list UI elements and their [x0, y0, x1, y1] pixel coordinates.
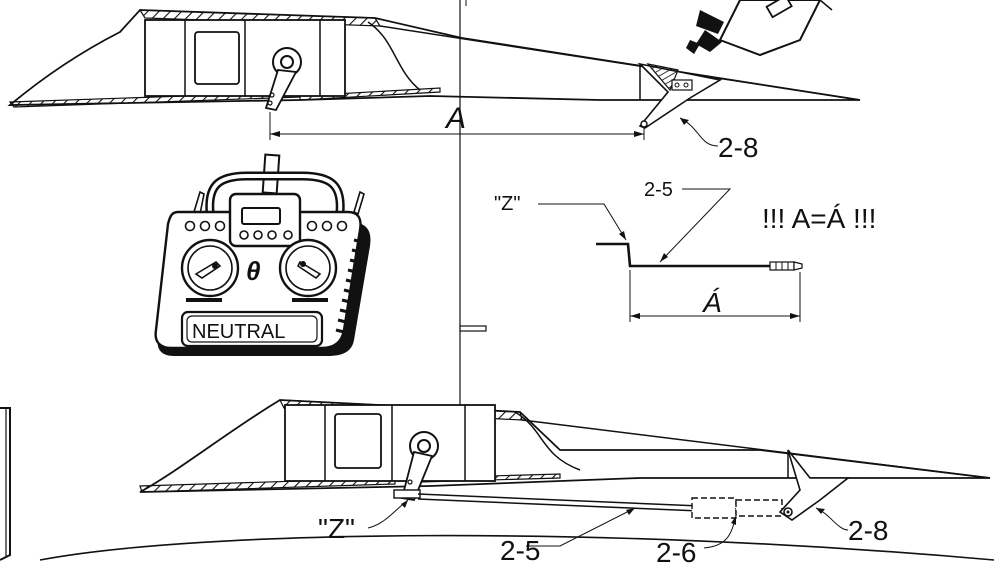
part-2-6-label: 2-6: [656, 537, 696, 568]
top-wing-section: [7, 0, 861, 147]
dimension-a-label: A: [444, 102, 466, 135]
part-2-8-bottom-label: 2-8: [848, 515, 888, 546]
transmitter-illustration: [154, 153, 371, 356]
pushrod-detail: [538, 188, 803, 322]
neutral-label: NEUTRAL: [192, 321, 285, 343]
dimension-a-prime-label: Á: [701, 287, 722, 318]
divider-tick: [459, 325, 487, 332]
transmitter-logo: θ: [246, 256, 261, 286]
part-2-5-detail-label: 2-5: [644, 179, 673, 201]
part-2-8-top-label: 2-8: [718, 132, 758, 163]
z-label-detail: "Z": [494, 193, 520, 215]
bottom-wing-section: [0, 399, 994, 561]
part-2-5-bottom-label: 2-5: [500, 535, 540, 566]
equation-label: !!! A=Á !!!: [762, 203, 876, 234]
glue-bottle: [686, 0, 833, 57]
z-label-bottom: "Z": [318, 513, 355, 544]
